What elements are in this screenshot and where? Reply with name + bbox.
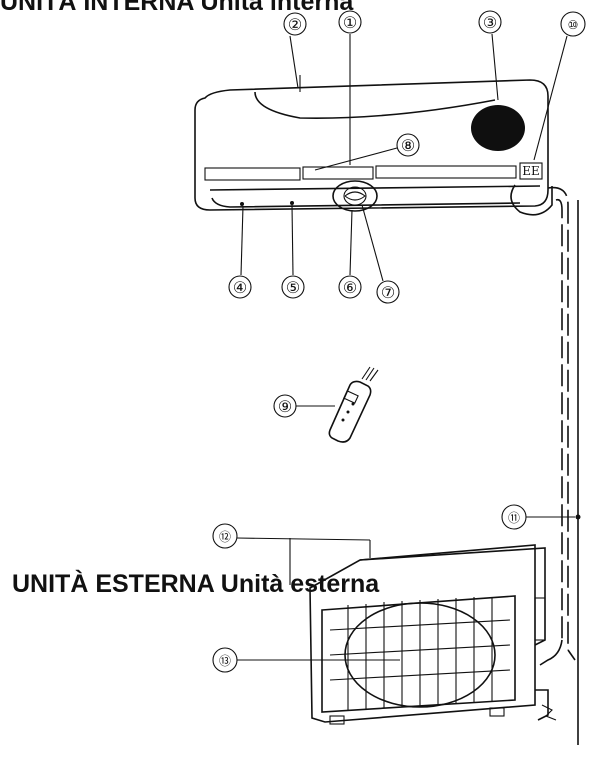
label-6: ⑥ [343,278,357,297]
indoor-unit: EE [194,75,553,216]
indoor-unit-title: UNITÀ INTERNA Unità interna [0,0,606,12]
display-readout: EE [522,164,540,178]
fan-indicator-circle [471,105,525,151]
label-13: ⑬ [219,654,231,668]
label-5: ⑤ [286,278,300,297]
label-3: ③ [483,13,497,32]
label-1: ① [343,13,357,32]
label-9: ⑨ [278,397,292,416]
label-7: ⑦ [381,283,395,302]
label-4: ④ [233,278,247,297]
outdoor-unit-title: UNITÀ ESTERNA Unità esterna [12,570,380,598]
outdoor-unit [309,544,557,725]
remote-control: ⑨ [273,366,379,443]
label-10: ⑩ [568,18,579,32]
label-11: ⑪ [508,511,520,525]
label-12: ⑫ [219,530,231,544]
label-8: ⑧ [401,136,415,155]
connection-pipe: ⑪ [501,186,581,745]
callouts-outdoor: ⑫ ⑬ [212,523,400,673]
callouts-indoor: ② ① ③ ⑩ ⑧ ④ ⑤ ⑥ ⑦ [228,10,586,304]
label-2: ② [288,15,302,34]
